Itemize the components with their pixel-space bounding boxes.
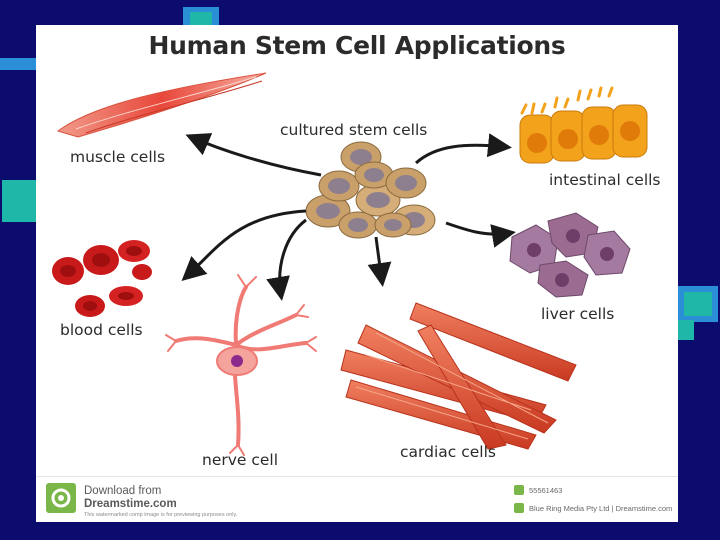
label-intestinal-cells: intestinal cells — [549, 171, 661, 189]
blood-cells-illustration — [52, 240, 152, 317]
label-muscle-cells: muscle cells — [70, 148, 166, 166]
liver-cells-illustration — [509, 212, 631, 298]
decor-square-right-inner — [684, 292, 712, 316]
arrow-to-muscle — [185, 133, 322, 177]
diagram-card: Human Stem Cell Applications — [36, 25, 678, 522]
copyright-icon — [514, 503, 524, 513]
arrow-to-blood — [181, 209, 307, 282]
dreamstime-logo — [46, 483, 76, 513]
arrow-to-intestinal — [414, 133, 512, 165]
label-blood-cells: blood cells — [60, 321, 143, 339]
download-from-text: Download from — [84, 485, 162, 497]
diagram-canvas — [52, 72, 648, 456]
dreamstime-site-link[interactable]: Dreamstime.com — [84, 498, 177, 510]
image-id: 55561463 — [529, 486, 563, 495]
arrow-to-cardiac — [367, 236, 392, 287]
label-cardiac-cells: cardiac cells — [400, 443, 496, 461]
decor-square-top-inner — [190, 12, 212, 26]
decor-square-left — [2, 180, 36, 222]
arrow-to-liver — [445, 221, 516, 248]
intestinal-cells-illustration — [519, 86, 648, 164]
muscle-cells-illustration — [56, 72, 267, 138]
watermark-note: This watermarked comp image is for previ… — [84, 512, 238, 518]
copyright-text: Blue Ring Media Pty Ltd | Dreamstime.com — [529, 504, 673, 513]
cardiac-cells-illustration — [340, 302, 577, 450]
decor-bar-left — [0, 58, 36, 70]
label-nerve-cell: nerve cell — [202, 451, 279, 469]
label-liver-cells: liver cells — [541, 305, 615, 323]
nerve-cell-illustration — [165, 274, 317, 456]
label-cultured-stem-cells: cultured stem cells — [280, 121, 428, 139]
arrows — [181, 133, 516, 301]
watermark-footer: Download from Dreamstime.com This waterm… — [36, 476, 678, 522]
arrow-to-nerve — [266, 218, 307, 301]
stem-cells-illustration — [305, 141, 436, 239]
id-icon — [514, 485, 524, 495]
decor-square-right-low — [678, 320, 694, 340]
diagram-title: Human Stem Cell Applications — [148, 31, 566, 60]
